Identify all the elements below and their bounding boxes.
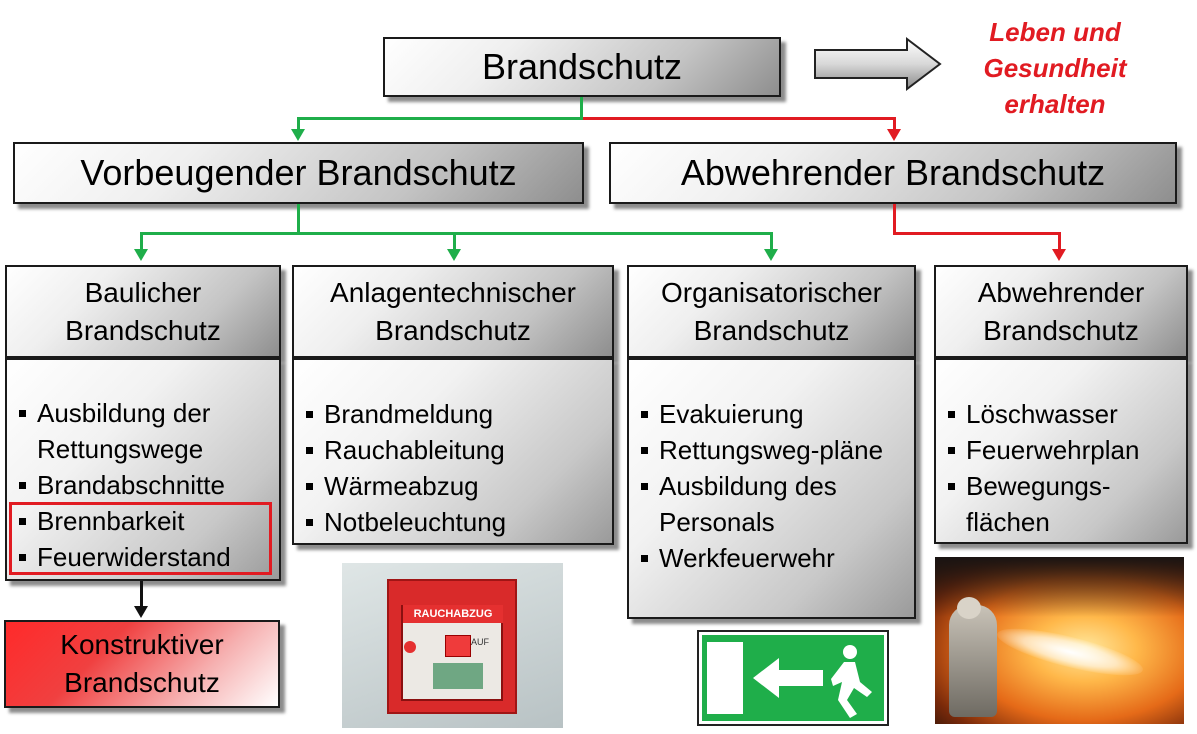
konstruktiver-line: Konstruktiver [60,629,224,660]
column-title: Abwehrender [977,276,1145,308]
connector-green [140,232,773,235]
connector-black [140,581,143,610]
anlagentechnischer-brandschutz-header: Anlagentechnischer Brandschutz [292,265,614,358]
arrow-tip-green [134,249,148,261]
connector-red [583,117,895,120]
arrow-tip-green [764,249,778,261]
baulicher-brandschutz-header: Baulicher Brandschutz [5,265,281,358]
column-title: Brandschutz [983,314,1139,346]
arrow-tip-green [291,129,305,141]
rauchabzug-label: RAUCHABZUG [403,605,503,623]
arrow-tip-green [447,249,461,261]
connector-green [580,97,583,119]
connector-green [297,204,300,234]
auf-label: AUF [471,637,489,647]
list-item: Feuerwehrplan [936,432,1186,468]
arrow-tip-red [887,129,901,141]
column-title: Organisatorischer [661,276,882,308]
list-item: Feuerwiderstand [7,539,279,575]
list-item: Wärmeabzug [294,468,612,504]
slogan-line-3: erhalten [1004,89,1106,119]
connector-green [453,232,456,252]
column-title: Brandschutz [65,314,221,346]
baulicher-brandschutz-list: Ausbildung der Rettungswege Brandabschni… [5,358,281,581]
abwehrender-brandschutz-box: Abwehrender Brandschutz [609,142,1177,204]
list-item: Rauchableitung [294,432,612,468]
brandschutz-title: Brandschutz [481,46,683,87]
arrow-tip-red [1052,249,1066,261]
abwehrender-brandschutz-header: Abwehrender Brandschutz [934,265,1188,358]
slogan-line-1: Leben und [989,17,1121,47]
organisatorischer-brandschutz-list: Evakuierung Rettungsweg-pläne Ausbildung… [627,358,916,619]
slogan: Leben und Gesundheit erhalten [950,14,1160,122]
list-item: Evakuierung [629,396,914,432]
list-item: Notbeleuchtung [294,504,612,540]
list-item: Brandabschnitte [7,467,279,503]
organisatorischer-brandschutz-header: Organisatorischer Brandschutz [627,265,916,358]
list-item: Ausbildung des Personals [629,468,914,540]
abwehrender-brandschutz-list: Löschwasser Feuerwehrplan Bewegungs-fläc… [934,358,1188,544]
arrow-tip-black [134,606,148,618]
vorbeugender-brandschutz-title: Vorbeugender Brandschutz [80,152,517,193]
column-title: Anlagentechnischer [330,276,576,308]
connector-green [770,232,773,252]
right-arrow-icon [814,36,942,92]
list-item: Werkfeuerwehr [629,540,914,576]
list-item: Rettungsweg-pläne [629,432,914,468]
konstruktiver-brandschutz-box: Konstruktiver Brandschutz [4,620,280,708]
konstruktiver-line: Brandschutz [64,667,220,698]
connector-red [893,232,1061,235]
brandschutz-box: Brandschutz [383,37,781,97]
highlight-frame [9,502,272,575]
vorbeugender-brandschutz-box: Vorbeugender Brandschutz [13,142,584,204]
abwehrender-brandschutz-title: Abwehrender Brandschutz [680,152,1106,193]
column-title: Brandschutz [375,314,531,346]
column-title: Brandschutz [693,314,850,346]
list-item: Brandmeldung [294,396,612,432]
slogan-line-2: Gesundheit [983,53,1127,83]
rauchabzug-photo: RAUCHABZUG AUF [342,563,563,728]
list-item: Ausbildung der Rettungswege [7,395,279,467]
connector-green [297,117,300,133]
list-item: Brennbarkeit [7,503,279,539]
anlagentechnischer-brandschutz-list: Brandmeldung Rauchableitung Wärmeabzug N… [292,358,614,545]
connector-red [893,204,896,235]
list-item: Löschwasser [936,396,1186,432]
column-title: Baulicher [84,276,202,308]
connector-green [297,117,583,120]
emergency-exit-icon [697,630,889,726]
firefighting-photo [935,557,1184,724]
connector-red [1058,232,1061,252]
list-item: Bewegungs-flächen [936,468,1186,540]
connector-red [893,117,896,133]
connector-green [140,232,143,252]
